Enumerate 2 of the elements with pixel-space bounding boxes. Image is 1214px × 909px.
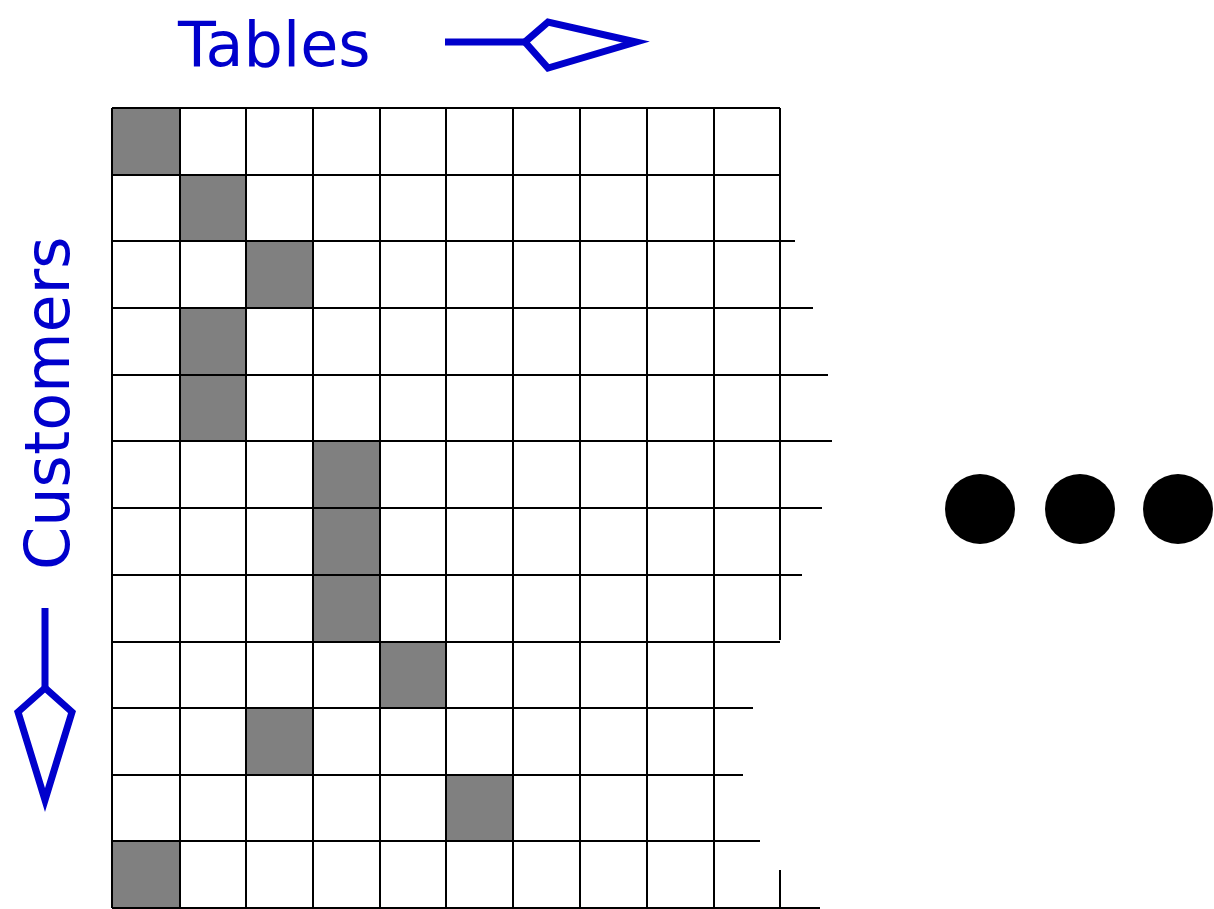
axis-label: Tables bbox=[178, 14, 371, 76]
axis-label: Customers bbox=[17, 236, 79, 570]
